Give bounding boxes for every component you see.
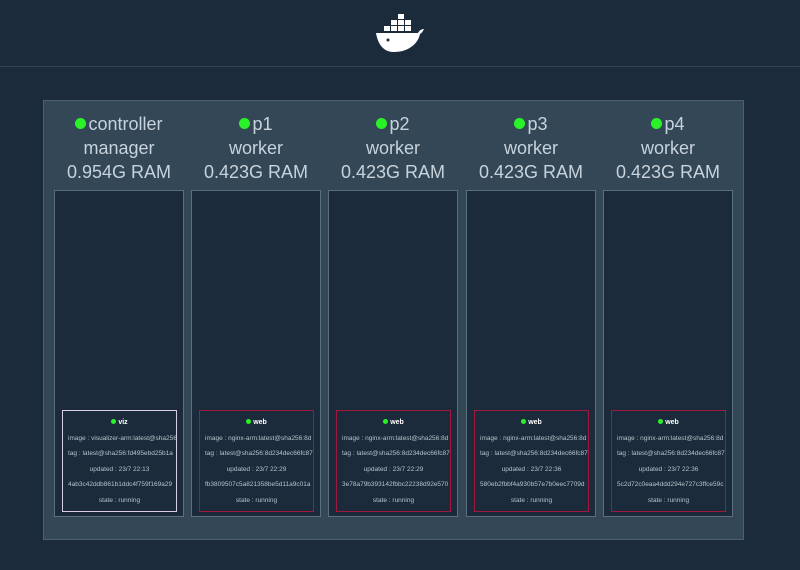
task-status-dot [658,419,664,424]
status-dot [75,118,87,129]
node-ram: 0.423G RAM [203,162,309,182]
node-p2: p2 worker 0.423G RAM web image : nginx-a… [328,101,458,517]
task-name: web [665,419,679,426]
node-task-area: web image : nginx-arm:latest@sha256:8d t… [466,190,596,517]
node-role: worker [228,138,283,158]
task-card-viz[interactable]: viz image : visualizer-arm:latest@sha256… [62,410,177,512]
task-updated: updated : 23/7 22:29 [226,465,287,473]
task-updated: updated : 23/7 22:36 [501,465,562,473]
task-status-dot [246,419,252,424]
node-ram: 0.423G RAM [340,162,446,182]
task-tag: tag : latest@sha256:8d234dec66fc87 [342,450,450,457]
task-name: web [390,419,404,426]
task-state: state : running [98,496,141,504]
node-task-area: web image : nginx-arm:latest@sha256:8d t… [328,190,458,517]
swarm-cluster-panel: controller manager 0.954G RAM viz image … [43,100,744,540]
top-bar [0,0,800,67]
task-status-dot [521,419,527,424]
node-role: manager [83,138,155,158]
node-p1: p1 worker 0.423G RAM web image : nginx-a… [191,101,321,517]
task-image: image : nginx-arm:latest@sha256:8d [205,434,312,442]
node-task-area: viz image : visualizer-arm:latest@sha256… [54,190,184,517]
node-task-area: web image : nginx-arm:latest@sha256:8d t… [191,190,321,517]
node-task-area: web image : nginx-arm:latest@sha256:8d t… [603,190,733,517]
task-name: web [528,419,542,426]
task-image: image : nginx-arm:latest@sha256:8d [617,434,724,442]
task-card-web[interactable]: web image : nginx-arm:latest@sha256:8d t… [611,410,726,512]
docker-whale-icon[interactable] [374,14,426,54]
node-header: p4 worker 0.423G RAM [597,101,739,189]
status-dot [514,118,526,129]
status-dot [239,118,251,129]
task-image: image : nginx-arm:latest@sha256:8d [480,434,587,442]
task-id: fb3809507c5a821358be5d11a9c01a [205,481,311,488]
task-id: 5c2d72c0eaa4ddd294e727c3ffce59c [617,481,724,488]
task-status-dot [383,419,389,424]
node-p4: p4 worker 0.423G RAM web image : nginx-a… [603,101,733,517]
node-p3: p3 worker 0.423G RAM web image : nginx-a… [466,101,596,517]
task-tag: tag : latest@sha256:fd495ebd25b1a [68,450,173,457]
task-updated: updated : 23/7 22:13 [89,465,150,473]
task-tag: tag : latest@sha256:8d234dec66fc87 [480,450,588,457]
node-name: controller [88,114,163,134]
task-updated: updated : 23/7 22:29 [363,465,424,473]
node-header: p2 worker 0.423G RAM [322,101,464,189]
node-role: worker [640,138,695,158]
task-name: viz [118,419,128,426]
node-name: p1 [252,114,273,134]
task-id: 3e78a79b393142fbbc22238d92e570 [342,481,449,488]
task-image: image : visualizer-arm:latest@sha256: [68,434,177,442]
task-state: state : running [372,496,415,504]
task-state: state : running [510,496,553,504]
node-role: worker [503,138,558,158]
task-tag: tag : latest@sha256:8d234dec66fc87 [205,450,313,457]
node-header: p3 worker 0.423G RAM [460,101,602,189]
task-updated: updated : 23/7 22:36 [638,465,699,473]
node-ram: 0.954G RAM [66,162,172,182]
node-controller: controller manager 0.954G RAM viz image … [54,101,184,517]
task-id: 4ab3c42ddb861b1ddc4f759f169a29 [68,481,173,488]
task-status-dot [111,419,117,424]
task-card-web[interactable]: web image : nginx-arm:latest@sha256:8d t… [474,410,589,512]
node-ram: 0.423G RAM [478,162,584,182]
node-header: p1 worker 0.423G RAM [185,101,327,189]
task-id: 580eb2fbbf4a930b57e7b0eec7709d [480,481,585,488]
node-name: p3 [527,114,548,134]
status-dot [651,118,663,129]
status-dot [376,118,388,129]
task-card-web[interactable]: web image : nginx-arm:latest@sha256:8d t… [199,410,314,512]
node-name: p4 [664,114,685,134]
task-image: image : nginx-arm:latest@sha256:8d [342,434,449,442]
task-card-web[interactable]: web image : nginx-arm:latest@sha256:8d t… [336,410,451,512]
task-tag: tag : latest@sha256:8d234dec66fc87 [617,450,725,457]
node-name: p2 [389,114,410,134]
node-ram: 0.423G RAM [615,162,721,182]
task-state: state : running [647,496,690,504]
node-header: controller manager 0.954G RAM [48,101,190,189]
node-role: worker [365,138,420,158]
task-name: web [253,419,267,426]
task-state: state : running [235,496,278,504]
